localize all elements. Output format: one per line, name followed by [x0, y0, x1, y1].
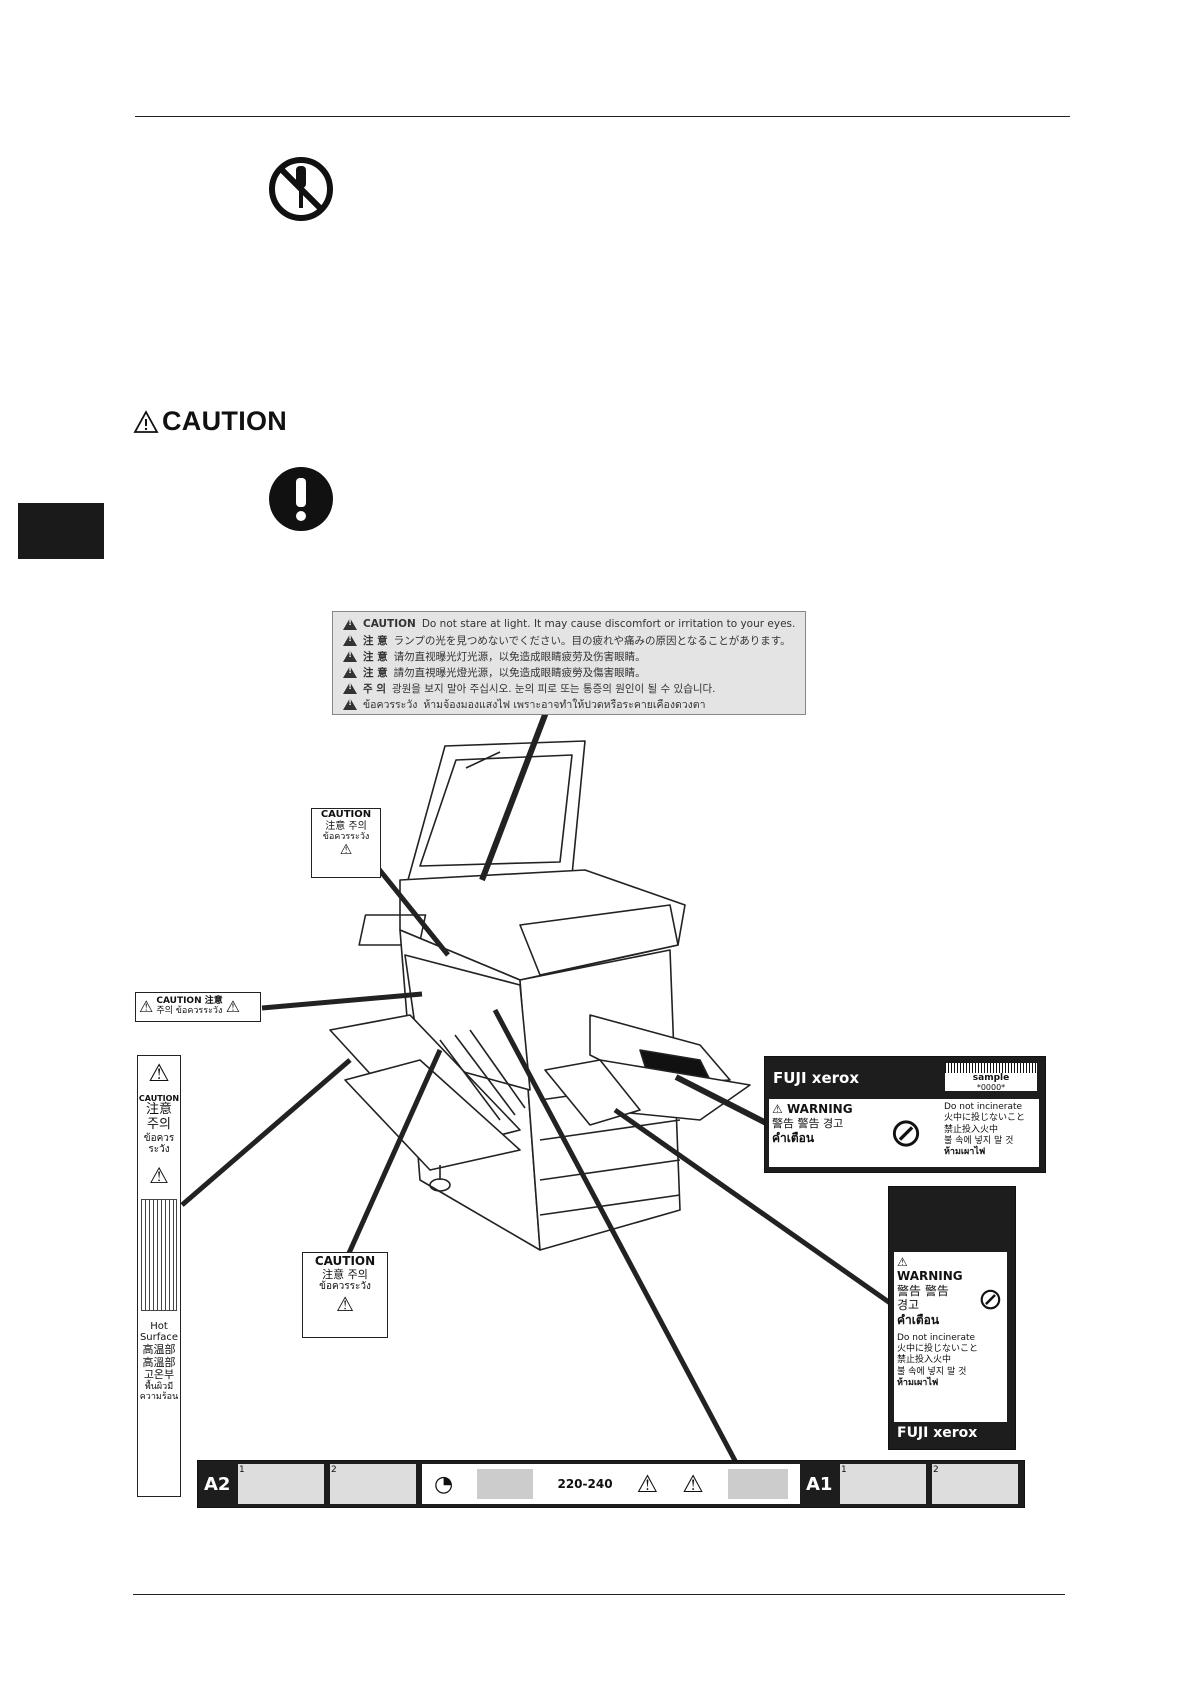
door-illustration	[141, 1198, 177, 1311]
warning-triangle-icon	[343, 682, 357, 694]
barcode: sample *0000*	[945, 1063, 1037, 1092]
chapter-tab	[18, 503, 104, 559]
warning-triangle-icon: ⚠	[772, 1102, 783, 1116]
light-label-row: ข้อควรระวังห้ามจ้องมองแสงไฟ เพราะอาจทำให…	[333, 696, 805, 712]
hot-surface-icon: ⚠	[149, 1163, 169, 1189]
warning-triangle-icon	[343, 650, 357, 662]
warning-panel: ⚠ WARNING 警告 警告 경고 คำเตือน ⊘ Do not inci…	[894, 1252, 1007, 1422]
warning-triangle-icon: ⚠	[636, 1470, 659, 1498]
caution-heading-text: CAUTION	[162, 406, 288, 436]
hot-surface-icon: ⚠	[336, 1291, 354, 1316]
step-image: 2	[932, 1464, 1018, 1504]
no-fire-icon: ⊘	[977, 1282, 1003, 1317]
warning-triangle-icon	[133, 409, 159, 433]
warning-triangle-icon: ⚠	[148, 1059, 170, 1087]
warning-triangle-icon: ⚠	[897, 1255, 908, 1269]
light-label-row: 注 意ランプの光を見つめないでください。目の疲れや痛みの原因となることがあります…	[333, 632, 805, 648]
footer-rule	[133, 1594, 1065, 1595]
hot-surface-icon: ⚠	[682, 1470, 704, 1498]
toner-warning-label: FUJI xerox sample *0000* ⚠ WARNING 警告 警告…	[764, 1056, 1046, 1173]
hot-surface-caution-label: CAUTION 注意 주의 ข้อควรระวัง ⚠	[311, 808, 381, 878]
hot-surface-icon: ⚠	[225, 996, 241, 1016]
warning-triangle-icon	[343, 666, 357, 678]
step-image: 2	[330, 1464, 416, 1504]
bottom-instruction-strip: A2 1 2 ◔ 220-240 ⚠ ⚠ A1 1 2	[197, 1460, 1025, 1508]
warning-triangle-icon	[343, 698, 357, 710]
step-image: 1	[840, 1464, 926, 1504]
no-fire-icon: ⊘	[889, 1110, 923, 1156]
step-image	[727, 1469, 788, 1499]
vertical-hot-surface-label: ⚠ CAUTION 注意 주의 ข้อควรระวัง ⚠ Hot Surfac…	[137, 1055, 181, 1497]
dial-icon: ◔	[434, 1471, 454, 1497]
center-panel: ◔ 220-240 ⚠ ⚠	[422, 1464, 800, 1504]
warning-panel: ⚠ WARNING 警告 警告 경고 คำเตือน ⊘ Do not inci…	[769, 1099, 1039, 1167]
step-image	[477, 1469, 534, 1499]
caution-heading: CAUTION	[133, 406, 287, 437]
no-disassembly-icon	[269, 157, 333, 221]
lower-caution-label: CAUTION 注意 주의 ข้อควรระวัง ⚠	[302, 1252, 388, 1338]
drum-warning-label: ⚠ WARNING 警告 警告 경고 คำเตือน ⊘ Do not inci…	[888, 1186, 1016, 1450]
mandatory-action-icon	[269, 467, 333, 531]
header-rule	[135, 116, 1070, 117]
warning-triangle-icon: ⚠	[139, 996, 154, 1016]
step-image: 1	[238, 1464, 324, 1504]
hot-surface-icon: ⚠	[339, 842, 353, 859]
warning-triangle-icon	[343, 618, 357, 630]
warning-triangle-icon	[343, 634, 357, 646]
